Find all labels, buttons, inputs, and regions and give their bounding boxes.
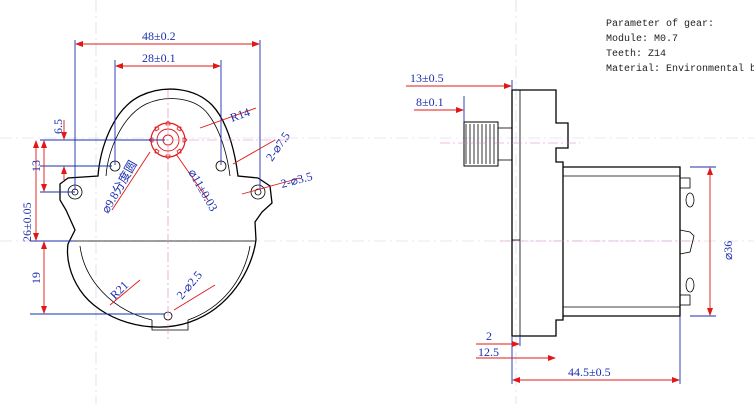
note-material: Material: Environmental brass xyxy=(606,63,754,75)
mounting-holes xyxy=(67,160,266,321)
gearbox-body xyxy=(511,89,569,337)
dim-26: 26±0.05 xyxy=(20,202,34,242)
dim-shaft: ⌀11±0.03 xyxy=(185,167,220,214)
terminal-bottom xyxy=(679,294,691,306)
front-view: 48±0.2 28±0.1 6.5 13 26±0.05 19 R14 R21 … xyxy=(20,29,314,340)
dim-bottom-holes: 2-⌀2.5 xyxy=(174,268,205,302)
dim-r21: R21 xyxy=(107,278,131,302)
dim-19: 19 xyxy=(29,272,43,284)
dim-13-5: 13±0.5 xyxy=(410,71,444,85)
dim-r14: R14 xyxy=(228,105,252,125)
bottom-notch xyxy=(151,320,189,331)
side-gear xyxy=(463,121,499,167)
note-teeth: Teeth: Z14 xyxy=(606,48,666,60)
dim-8-1: 8±0.1 xyxy=(416,95,444,109)
dim-top-holes: 2-⌀7.5 xyxy=(263,129,293,163)
dim-44-5: 44.5±0.5 xyxy=(568,365,611,379)
side-view: 13±0.5 8±0.1 2 12.5 44.5±0.5 ⌀36 xyxy=(406,71,735,384)
dim-overall-width: 48±0.2 xyxy=(142,29,176,43)
dim-hole-spacing: 28±0.1 xyxy=(142,51,176,65)
dim-2: 2 xyxy=(486,329,492,343)
gear-parameter-notes: Parameter of gear: Module: M0.7 Teeth: Z… xyxy=(606,18,754,75)
inner-bottom-arc xyxy=(79,245,251,321)
housing-outline xyxy=(59,88,273,328)
note-title: Parameter of gear: xyxy=(606,18,714,30)
terminal-top xyxy=(679,177,691,189)
dim-6-5: 6.5 xyxy=(51,119,65,134)
motor-can xyxy=(563,166,681,317)
dim-dia36: ⌀36 xyxy=(721,241,735,260)
inner-arch xyxy=(105,98,231,177)
dim-side-holes: 2-⌀3.5 xyxy=(279,169,314,191)
dim-12-5: 12.5 xyxy=(478,345,499,359)
dim-13: 13 xyxy=(29,160,43,172)
note-module: Module: M0.7 xyxy=(606,33,678,45)
